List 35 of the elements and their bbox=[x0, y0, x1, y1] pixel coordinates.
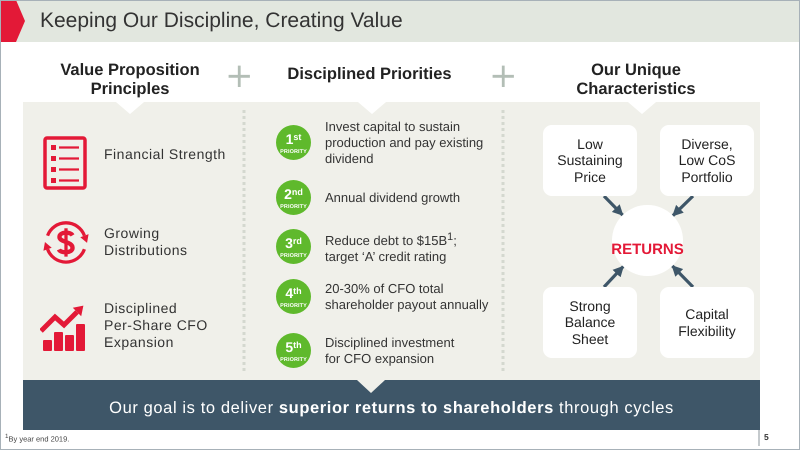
characteristic-card bbox=[660, 125, 754, 196]
priority-description: Annual dividend growth bbox=[325, 190, 462, 206]
priority-rank: 3$^{rd}$ bbox=[285, 236, 302, 250]
plus-sign: + bbox=[489, 59, 513, 93]
priority-description: Reduce debt to $15B$^{1}$; target ‘A’ credit rating bbox=[325, 230, 458, 266]
card-text: Capital Flexibility bbox=[677, 306, 737, 339]
characteristic-card bbox=[543, 287, 637, 358]
priority-rank: 2$^{nd}$ bbox=[284, 186, 303, 200]
goal-banner bbox=[23, 380, 760, 430]
principle-label: Growing Distributions bbox=[104, 225, 189, 259]
priority-description: Invest capital to sustain production and pay existing dividend bbox=[325, 119, 484, 167]
card-text: Diverse, Low CoS Portfolio bbox=[678, 136, 736, 186]
plus-sign: + bbox=[225, 59, 249, 93]
characteristic-card bbox=[660, 287, 754, 358]
arrow bbox=[671, 264, 694, 288]
goal-statement: Our goal is to deliver superior returns to shareholders through cycles bbox=[109, 398, 674, 418]
slide-title: Keeping Our Discipline, Creating Value bbox=[40, 9, 403, 33]
arrow bbox=[602, 265, 624, 288]
card-text: Low Sustaining Price bbox=[556, 136, 624, 186]
characteristic-card bbox=[543, 125, 637, 196]
returns-label: RETURNS bbox=[611, 241, 684, 258]
priority-rank: 4$^{th}$ bbox=[285, 286, 302, 300]
card-text: Strong Balance Sheet bbox=[564, 298, 616, 348]
priority-rank: 5$^{th}$ bbox=[285, 340, 302, 354]
column-heading: Value Proposition Principles bbox=[59, 61, 201, 99]
priority-description: Disciplined investment for CFO expansion bbox=[325, 335, 456, 367]
page-number: 5 bbox=[764, 432, 769, 442]
column-heading: Our Unique Characteristics bbox=[575, 61, 697, 99]
priority-description: 20-30% of CFO total shareholder payout annually bbox=[325, 281, 490, 313]
arrow bbox=[602, 194, 624, 216]
principle-label: Financial Strength bbox=[104, 146, 227, 163]
priority-rank: 1$^{st}$ bbox=[286, 132, 302, 146]
principle-label: Disciplined Per-Share CFO Expansion bbox=[104, 300, 208, 351]
arrow bbox=[672, 194, 694, 217]
column-heading: Disciplined Priorities bbox=[286, 65, 453, 84]
